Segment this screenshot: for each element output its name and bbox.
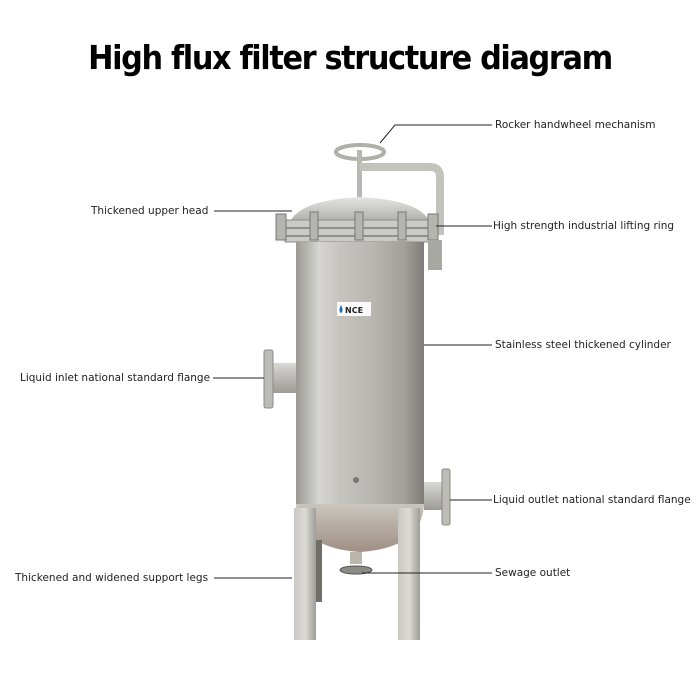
label-outlet-flange: Liquid outlet national standard flange bbox=[493, 494, 691, 506]
label-upper-head: Thickened upper head bbox=[91, 205, 209, 217]
head-clamps bbox=[275, 211, 439, 241]
upper-head bbox=[290, 197, 430, 222]
brand-badge bbox=[337, 302, 371, 316]
inlet-flange bbox=[263, 349, 296, 409]
label-sewage-outlet: Sewage outlet bbox=[495, 567, 571, 579]
cylinder-body bbox=[296, 242, 424, 504]
label-inlet-flange: Liquid inlet national standard flange bbox=[20, 372, 211, 384]
sewage-outlet bbox=[339, 552, 373, 575]
outlet-flange bbox=[424, 468, 451, 526]
label-support-legs: Thickened and widened support legs bbox=[15, 572, 209, 584]
diagram-title: High flux filter structure diagram bbox=[88, 38, 613, 77]
label-rocker-handwheel: Rocker handwheel mechanism bbox=[495, 119, 656, 131]
lifting-ring-bracket bbox=[428, 240, 442, 270]
leader-lines bbox=[213, 124, 492, 579]
brand-text: NCE bbox=[345, 306, 363, 315]
label-cylinder: Stainless steel thickened cylinder bbox=[495, 339, 671, 351]
rocker-handwheel bbox=[334, 143, 444, 235]
support-legs bbox=[294, 508, 420, 640]
label-lifting-ring: High strength industrial lifting ring bbox=[493, 220, 675, 232]
